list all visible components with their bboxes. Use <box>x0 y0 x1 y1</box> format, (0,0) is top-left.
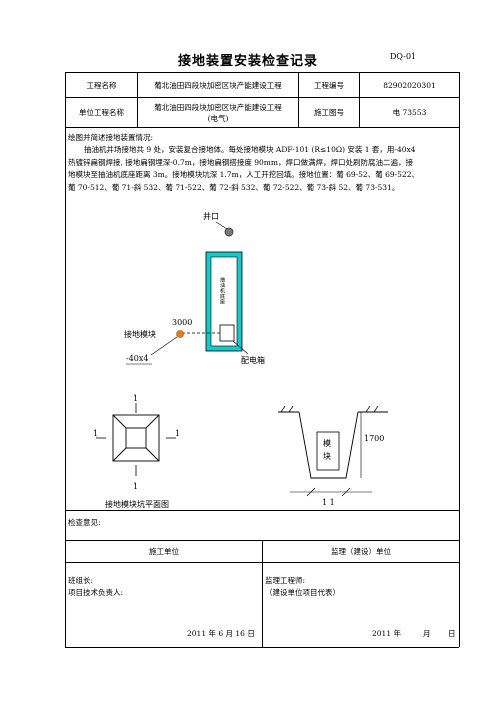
module-label-1: 模 <box>323 438 331 448</box>
distribution-box-leader <box>232 340 249 355</box>
right-date-year: 2011 年 <box>372 629 401 638</box>
project-no-value: 82902020301 <box>383 80 436 90</box>
pump-unit-inner <box>210 256 238 347</box>
page-title: 接地装置安装检查记录 <box>177 54 318 69</box>
depth-label: 1700 <box>364 434 384 443</box>
ground-hatch <box>373 405 379 413</box>
table-rule <box>65 127 459 128</box>
drawing-no-value: 电 73553 <box>392 108 427 117</box>
unit-project-value-line2: (电气) <box>207 113 229 123</box>
well-mouth-label: 井口 <box>203 211 219 221</box>
table-rule <box>65 510 459 511</box>
table-rule-vertical <box>298 72 299 127</box>
pit-outer <box>112 414 160 462</box>
table-border-top <box>65 72 459 73</box>
pump-unit-label: 抽油机底座 <box>219 276 225 305</box>
project-name-value: 葡北油田四段块加密区块产能建设工程 <box>154 80 282 90</box>
description-line: 热镀锌扁钢焊接, 接地扁钢埋深-0.7m，接地扁钢搭接度 90mm，焊口做满焊，… <box>68 157 413 167</box>
pit-corner-line <box>112 414 127 429</box>
unit-project-value: 葡北油田四段块加密区块产能建设工程 (电气) <box>138 98 298 127</box>
table-rule-vertical <box>262 540 263 647</box>
owner-representative-label: （建设单位项目代表） <box>265 588 340 597</box>
unit-project-value-line1: 葡北油田四段块加密区块产能建设工程 <box>154 102 282 112</box>
description-heading: 绘图并简述接地装置情况: <box>68 133 154 142</box>
table-border-left <box>65 72 66 647</box>
document-code: DQ-01 <box>390 52 417 61</box>
tech-leader-label: 项目技术负责人: <box>68 588 124 597</box>
table-rule-vertical <box>359 72 360 127</box>
ground-module-label: 接地模块 <box>124 329 156 339</box>
description-body: 抽油机井场接地共 9 处，安装复合接地体。每处接地模块 ADF-101 (R≤1… <box>68 144 458 194</box>
supervision-unit-header: 监理（建设）单位 <box>331 547 391 556</box>
ground-hatch <box>288 405 294 413</box>
left-date: 2011 年 6 月 16 日 <box>187 629 255 638</box>
construction-unit-header: 施工单位 <box>149 547 179 556</box>
drawing-no-label: 施工图号 <box>314 108 344 117</box>
right-date-day: 日 <box>448 629 456 638</box>
team-leader-label: 班组长: <box>68 576 94 585</box>
flat-steel-label: -40x4 <box>126 354 148 363</box>
distribution-box-label: 配电箱 <box>241 355 265 365</box>
section-mark-right: 1 <box>175 429 180 438</box>
module-label-2: 块 <box>323 451 331 461</box>
section-caption: 1 1 <box>322 498 335 507</box>
description-line: 抽油机井场接地共 9 处，安装复合接地体。每处接地模块 ADF-101 (R≤1… <box>84 145 416 154</box>
ground-hatch <box>365 405 371 413</box>
pump-unit-outer <box>205 251 243 352</box>
module-block <box>316 431 340 471</box>
ground-module-icon <box>176 330 184 338</box>
description-line: 地模块至抽油机底座距离 3m。接地模块坑深 1.7m，人工开挖回填。接地位置：葡… <box>68 170 419 179</box>
table-border-bottom <box>65 647 459 648</box>
distance-label: 3000 <box>172 318 192 327</box>
section-mark-bottom: 1 <box>133 482 138 491</box>
flat-steel-leader <box>150 336 178 356</box>
table-rule <box>65 97 459 98</box>
right-date-month: 月 <box>423 629 431 638</box>
dimension-tick <box>306 487 316 497</box>
unit-project-label: 单位工程名称 <box>79 108 124 117</box>
pit-section-outline <box>298 411 359 479</box>
pit-plan-caption: 接地模块坑平面图 <box>105 499 169 509</box>
inspection-opinion-label: 检查意见: <box>68 518 101 527</box>
distribution-box <box>219 324 235 342</box>
table-border-right <box>459 72 460 647</box>
section-mark-left: 1 <box>93 429 98 438</box>
description-line: 葡 70-512、葡 71-斜 532、葡 71-522、葡 72-斜 532、… <box>68 182 400 192</box>
table-rule-vertical <box>137 72 138 127</box>
well-mouth-icon <box>224 227 234 237</box>
well-mouth-leader <box>215 221 228 230</box>
pit-inner <box>125 427 147 449</box>
pit-corner-line <box>145 414 160 429</box>
supervisor-label: 监理工程师: <box>265 576 306 585</box>
project-name-label: 工程名称 <box>86 80 117 90</box>
dimension-tick <box>341 487 351 497</box>
ground-hatch <box>280 405 286 413</box>
section-mark-top: 1 <box>133 394 138 403</box>
pit-corner-line <box>145 447 160 462</box>
project-no-label: 工程编号 <box>314 80 344 90</box>
pit-corner-line <box>112 447 127 462</box>
